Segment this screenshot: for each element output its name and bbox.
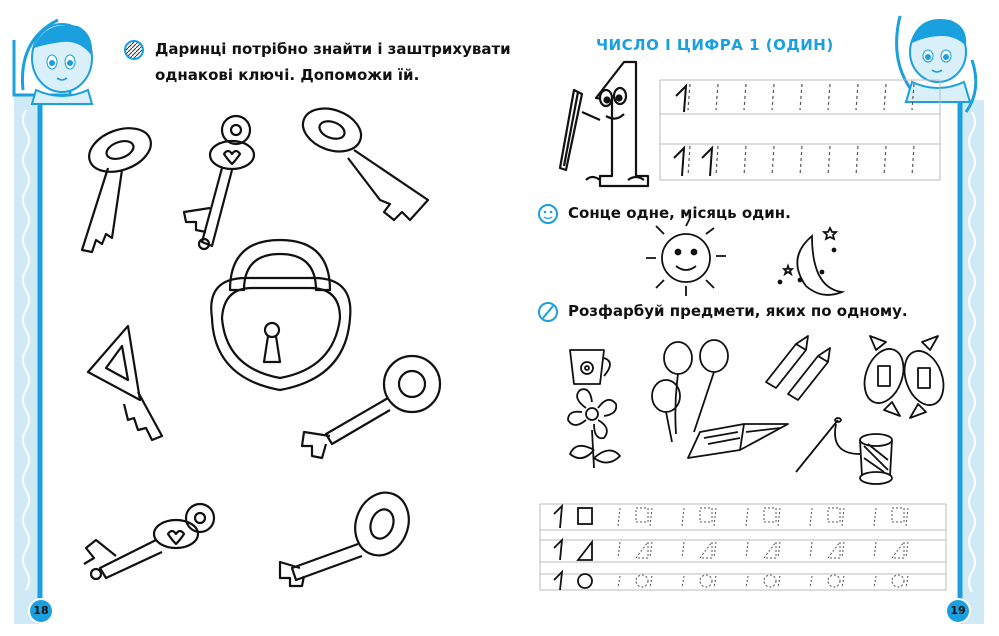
key-7 <box>278 491 410 588</box>
left-instruction-line-2: однакові ключі. Допоможи їй. <box>155 66 420 84</box>
moon-illustration <box>777 225 846 296</box>
left-instruction-line-1: Даринці потрібно знайти і заштрихувати <box>155 40 511 58</box>
number-one-character <box>558 60 650 188</box>
key-2 <box>182 114 256 251</box>
color-task-text: Розфарбуй предмети, яких по одному. <box>568 302 908 320</box>
needle-thread-illustration <box>795 417 893 485</box>
pencil-brush-icon <box>538 302 558 322</box>
left-margin-band <box>12 40 72 624</box>
keys-area <box>80 107 442 588</box>
key-5 <box>300 354 442 460</box>
padlock <box>210 238 352 392</box>
page-title: ЧИСЛО І ЦИФРА 1 (ОДИН) <box>596 36 834 54</box>
flower-illustration <box>567 388 621 469</box>
candies-illustration <box>863 335 945 419</box>
copy-grid-lines <box>539 503 947 591</box>
girl-character-illustration <box>20 18 94 105</box>
open-book-illustration <box>687 423 789 459</box>
key-6 <box>83 502 216 581</box>
sample-shapes <box>553 503 593 591</box>
bottom-copy-grid <box>539 503 947 591</box>
tracing-guides <box>687 83 915 177</box>
key-4 <box>86 324 164 442</box>
key-1 <box>80 127 152 254</box>
right-margin-band <box>957 100 984 624</box>
digit-one-tracing-grid <box>659 79 941 181</box>
page-number-left: 18 <box>28 598 54 624</box>
smiley-icon <box>538 204 558 224</box>
copy-guides <box>617 507 909 589</box>
sun-moon-text: Сонце одне, місяць один. <box>568 204 791 222</box>
cup-illustration <box>569 349 611 385</box>
sun-illustration <box>646 217 726 296</box>
pencils-illustration <box>765 335 831 401</box>
page-number-right: 19 <box>945 598 971 624</box>
coloring-objects <box>567 335 945 485</box>
key-3 <box>301 107 430 222</box>
sample-digits <box>673 83 714 177</box>
hatched-circle-icon <box>124 40 144 60</box>
boy-character-illustration <box>895 15 978 113</box>
balloons-illustration <box>651 339 729 443</box>
tracing-grid-lines <box>659 79 941 181</box>
